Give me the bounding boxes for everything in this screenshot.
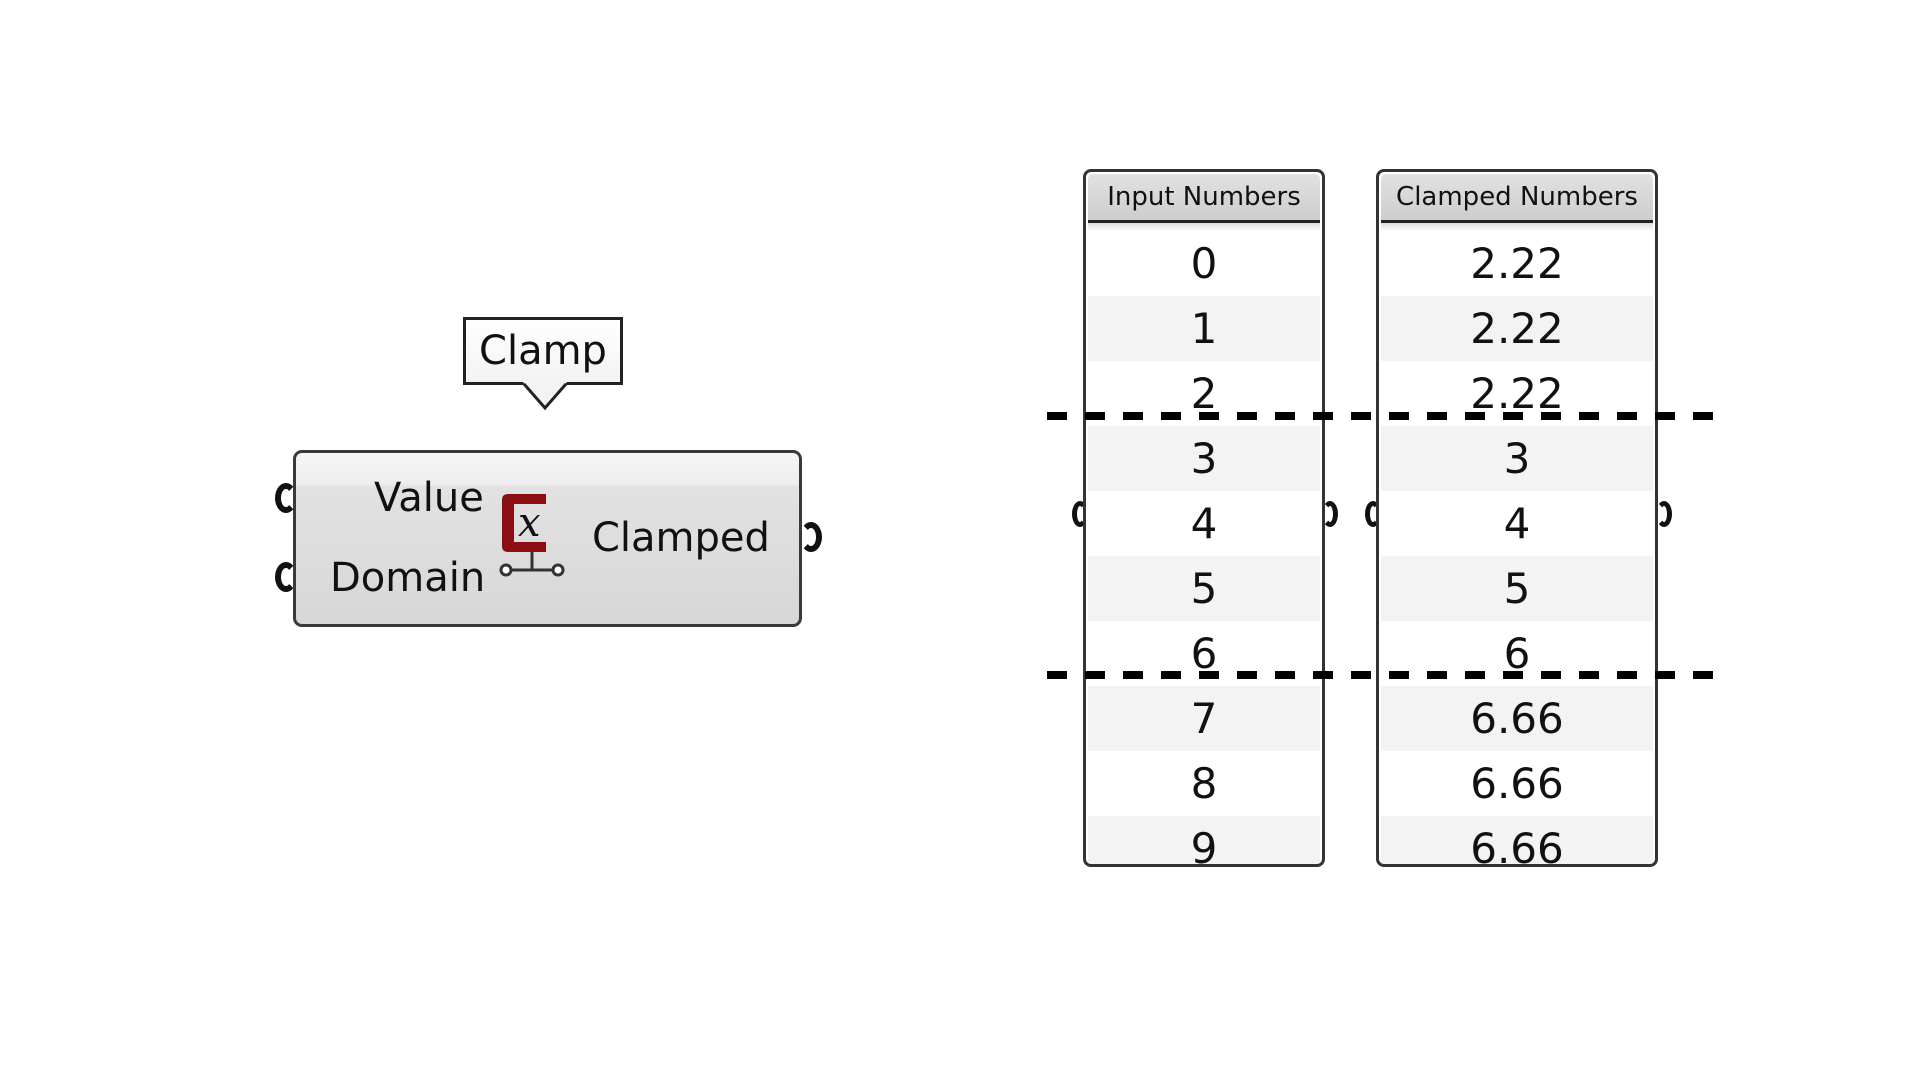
list-item: 0 — [1190, 239, 1218, 288]
panel-title: Clamped Numbers — [1381, 174, 1653, 223]
list-item: 2.22 — [1470, 369, 1564, 418]
list-item: 2.22 — [1470, 239, 1564, 288]
panel-output-port-clamped-numbers[interactable] — [1656, 501, 1672, 527]
panel-input-port-clamped-numbers[interactable] — [1365, 501, 1381, 527]
header-shadow — [1381, 223, 1653, 231]
panel-output-port-input-numbers[interactable] — [1322, 501, 1338, 527]
input-label-domain: Domain — [330, 555, 486, 601]
upper-bound-dashed-line — [1047, 671, 1717, 679]
list-item: 6.66 — [1381, 686, 1653, 751]
list-item: 1 — [1088, 296, 1320, 361]
list-item: 2 — [1190, 369, 1218, 418]
component-name-tooltip: Clamp — [463, 317, 623, 385]
panel-title: Input Numbers — [1088, 174, 1320, 223]
svg-text:x: x — [518, 500, 541, 546]
clamp-component[interactable] — [293, 450, 802, 627]
list-item: 3 — [1381, 426, 1653, 491]
list-item: 4 — [1190, 499, 1218, 548]
input-port-value[interactable] — [275, 483, 297, 513]
list-item: 6 — [1503, 629, 1531, 678]
lower-bound-dashed-line — [1047, 412, 1717, 420]
clamp-icon: x — [499, 494, 565, 577]
list-item: 6.66 — [1470, 759, 1564, 808]
list-item: 5 — [1088, 556, 1320, 621]
list-item: 7 — [1088, 686, 1320, 751]
tooltip-pointer — [523, 382, 567, 411]
panel-clamped-numbers[interactable]: Clamped Numbers 2.22 2.22 2.22 3 4 5 6 6… — [1376, 169, 1658, 867]
header-shadow — [1088, 223, 1320, 231]
list-item: 8 — [1190, 759, 1218, 808]
input-port-domain[interactable] — [275, 562, 297, 592]
tooltip-text: Clamp — [479, 328, 607, 374]
list-item: 2.22 — [1381, 296, 1653, 361]
input-label-value: Value — [374, 475, 484, 521]
panel-input-port-input-numbers[interactable] — [1072, 501, 1088, 527]
panel-input-numbers[interactable]: Input Numbers 0 1 2 3 4 5 6 7 8 9 — [1083, 169, 1325, 867]
list-item: 6.66 — [1381, 816, 1653, 864]
output-port-clamped[interactable] — [800, 522, 822, 552]
list-item: 6 — [1190, 629, 1218, 678]
output-label-clamped: Clamped — [592, 515, 770, 561]
list-item: 3 — [1088, 426, 1320, 491]
list-item: 9 — [1088, 816, 1320, 864]
list-item: 4 — [1503, 499, 1531, 548]
list-item: 5 — [1381, 556, 1653, 621]
